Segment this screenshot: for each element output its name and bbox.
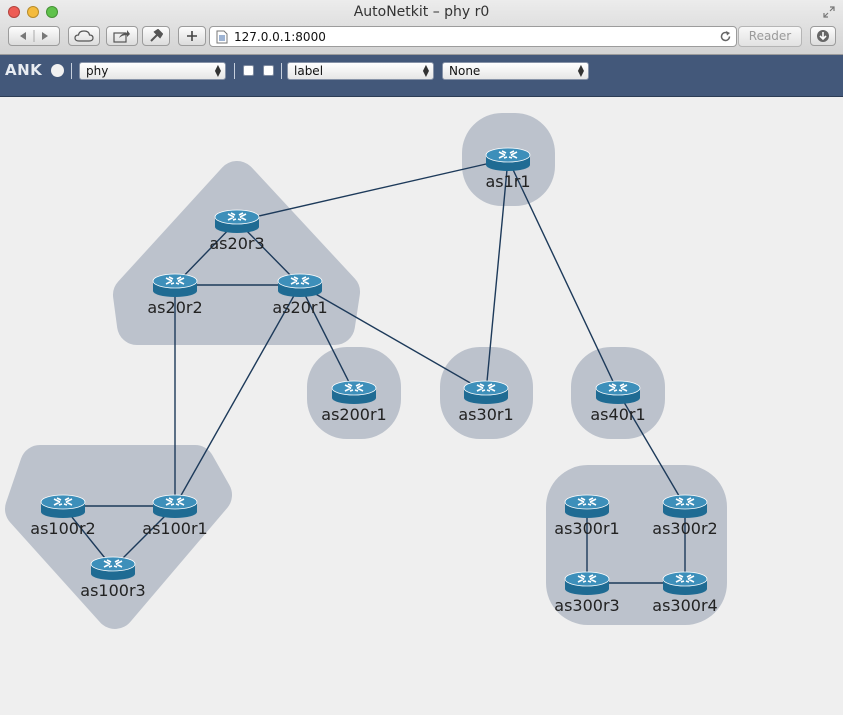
router-label: as1r1: [485, 172, 530, 191]
router-node-as300r4[interactable]: as300r4: [652, 571, 718, 615]
minimize-window-button[interactable]: [27, 6, 39, 18]
hammer-icon: [150, 29, 163, 42]
router-node-as1r1[interactable]: as1r1: [485, 147, 531, 191]
router-node-as100r1[interactable]: as100r1: [142, 494, 208, 538]
overlay-select-value: phy: [86, 64, 109, 78]
router-node-as300r2[interactable]: as300r2: [652, 494, 718, 538]
router-node-as300r3[interactable]: as300r3: [554, 571, 620, 615]
new-tab-button[interactable]: [178, 26, 206, 46]
router-node-as20r1[interactable]: as20r1: [272, 273, 328, 317]
router-node-as200r1[interactable]: as200r1: [321, 380, 387, 424]
router-node-as100r2[interactable]: as100r2: [30, 494, 96, 538]
download-icon: [817, 30, 829, 42]
label-select[interactable]: label ▲▼: [287, 62, 434, 80]
router-node-as100r3[interactable]: as100r3: [80, 556, 146, 600]
router-label: as100r1: [142, 519, 207, 538]
link-as1r1-as30r1[interactable]: [485, 158, 509, 393]
cloud-icon: [74, 30, 94, 42]
router-label: as300r1: [554, 519, 619, 538]
link-as20r1-as30r1[interactable]: [299, 284, 487, 393]
router-node-as30r1[interactable]: as30r1: [458, 380, 514, 424]
link-as1r1-as40r1[interactable]: [507, 158, 619, 393]
link-as1r1-as20r3[interactable]: [236, 158, 509, 222]
plus-icon: [187, 31, 197, 41]
group-select-value: None: [449, 64, 481, 78]
select-arrows-icon: ▲▼: [577, 63, 584, 78]
topology-canvas[interactable]: as1r1 as20r3 as20r2 as20r1 as200r1 as30r1 as40…: [0, 97, 843, 715]
router-node-as40r1[interactable]: as40r1: [590, 380, 646, 424]
share-button[interactable]: [106, 26, 138, 46]
option-checkbox-1[interactable]: [243, 65, 254, 76]
router-label: as30r1: [458, 405, 513, 424]
status-indicator-icon: [51, 64, 64, 77]
back-forward-icon[interactable]: [12, 30, 56, 42]
reload-icon[interactable]: [719, 30, 732, 43]
develop-button[interactable]: [142, 26, 170, 46]
router-label: as200r1: [321, 405, 386, 424]
icloud-tabs-button[interactable]: [68, 26, 100, 46]
back-forward-buttons[interactable]: [8, 26, 60, 46]
router-node-as20r2[interactable]: as20r2: [147, 273, 203, 317]
router-label: as20r2: [147, 298, 202, 317]
url-text[interactable]: 127.0.0.1:8000: [234, 30, 326, 44]
title-bar: AutoNetkit – phy r0: [0, 0, 843, 55]
zoom-window-button[interactable]: [46, 6, 58, 18]
reader-button[interactable]: Reader: [738, 26, 802, 47]
address-bar[interactable]: 127.0.0.1:8000: [209, 26, 737, 47]
router-label: as300r4: [652, 596, 717, 615]
select-arrows-icon: ▲▼: [214, 63, 221, 78]
ank-logo: ANK: [5, 61, 43, 79]
option-checkbox-2[interactable]: [263, 65, 274, 76]
downloads-button[interactable]: [810, 26, 836, 46]
close-window-button[interactable]: [8, 6, 20, 18]
router-label: as300r2: [652, 519, 717, 538]
router-node-as20r3[interactable]: as20r3: [209, 209, 265, 253]
window-title: AutoNetkit – phy r0: [353, 4, 490, 20]
overlay-select[interactable]: phy ▲▼: [79, 62, 226, 80]
ank-toolbar: ANK phy ▲▼ label ▲▼ None ▲▼: [0, 55, 843, 97]
toolbar-divider: [234, 63, 235, 79]
fullscreen-icon[interactable]: [823, 6, 835, 18]
link-as40r1-as300r2[interactable]: [617, 391, 686, 507]
router-label: as20r3: [209, 234, 264, 253]
router-label: as40r1: [590, 405, 645, 424]
page-icon: [216, 30, 228, 44]
label-select-value: label: [294, 64, 324, 78]
link-as20r1-as100r1[interactable]: [174, 284, 301, 507]
select-arrows-icon: ▲▼: [422, 63, 429, 78]
router-label: as100r2: [30, 519, 95, 538]
router-node-as300r1[interactable]: as300r1: [554, 494, 620, 538]
link-as20r1-as200r1[interactable]: [299, 284, 355, 393]
toolbar-divider: [281, 63, 282, 79]
router-label: as100r3: [80, 581, 145, 600]
toolbar-divider: [71, 63, 72, 79]
network-graph[interactable]: as1r1 as20r3 as20r2 as20r1 as200r1 as30r1 as40…: [0, 97, 843, 715]
group-select[interactable]: None ▲▼: [442, 62, 589, 80]
router-label: as20r1: [272, 298, 327, 317]
router-label: as300r3: [554, 596, 619, 615]
share-icon: [113, 30, 130, 43]
